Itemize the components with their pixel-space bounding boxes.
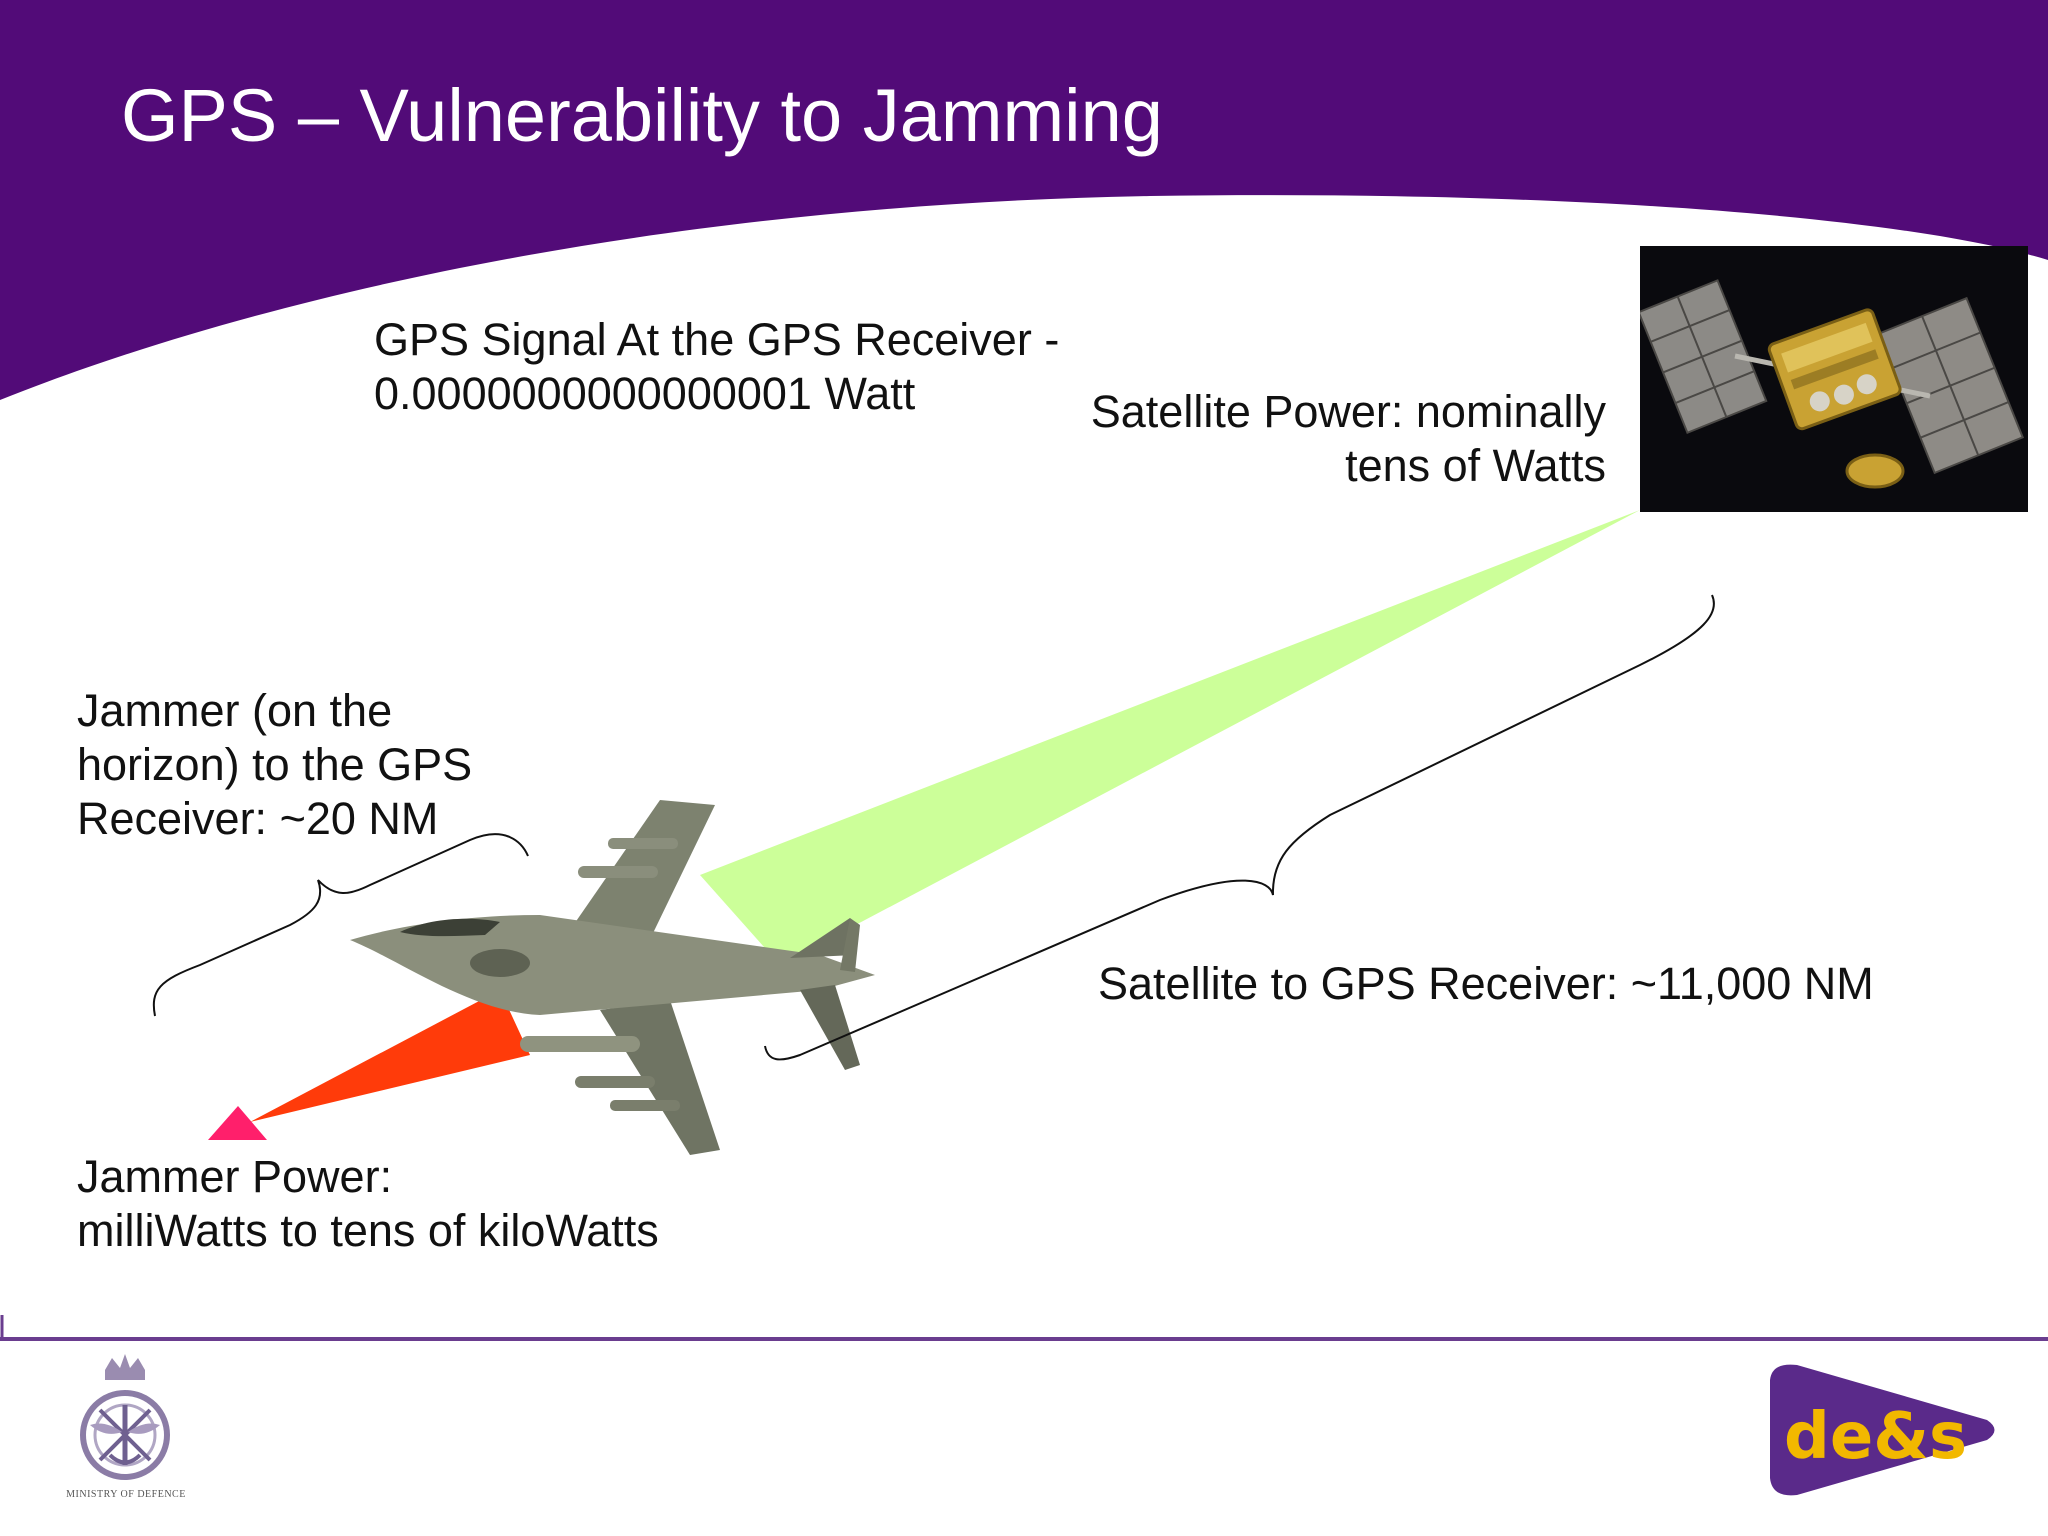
satellite-image bbox=[1640, 246, 2028, 512]
des-logo: de&s bbox=[1770, 1364, 1995, 1496]
jammer-power-label-line1: Jammer Power: bbox=[77, 1151, 393, 1202]
jammer-distance-label: Jammer (on the horizon) to the GPS Recei… bbox=[77, 684, 472, 846]
satellite-power-label: Satellite Power: nominally tens of Watts bbox=[1091, 385, 1606, 493]
jammer-power-label: Jammer Power: milliWatts to tens of kilo… bbox=[77, 1150, 659, 1258]
jammer-power-label-line2: milliWatts to tens of kiloWatts bbox=[77, 1205, 659, 1256]
gps-signal-label-line2: 0.0000000000000001 Watt bbox=[374, 368, 916, 419]
jammer-distance-label-line1: Jammer (on the bbox=[77, 685, 393, 736]
satellite-distance-label: Satellite to GPS Receiver: ~11,000 NM bbox=[1098, 958, 1874, 1009]
harrier-jet-image bbox=[350, 800, 875, 1155]
footer-rule bbox=[0, 1337, 2048, 1341]
satellite-power-label-line1: Satellite Power: nominally bbox=[1090, 386, 1606, 437]
mod-caption: MINISTRY OF DEFENCE bbox=[66, 1489, 186, 1500]
gps-signal-label-line1: GPS Signal At the GPS Receiver - bbox=[374, 314, 1060, 365]
mod-crest-icon bbox=[80, 1354, 170, 1480]
jammer-distance-brace bbox=[152, 833, 529, 1017]
slide-title: GPS – Vulnerability to Jamming bbox=[121, 74, 1163, 157]
jammer-distance-label-line3: Receiver: ~20 NM bbox=[77, 793, 439, 844]
jammer-beam bbox=[250, 990, 530, 1122]
des-logo-text: de&s bbox=[1784, 1400, 1967, 1474]
satellite-power-label-line2: tens of Watts bbox=[1345, 440, 1606, 491]
satellite-beam bbox=[700, 510, 1640, 965]
jammer-distance-label-line2: horizon) to the GPS bbox=[77, 739, 473, 790]
satellite-distance-brace bbox=[764, 594, 1715, 1061]
gps-signal-label: GPS Signal At the GPS Receiver - 0.00000… bbox=[374, 313, 1059, 421]
header-band bbox=[0, 0, 2048, 400]
jammer-marker-icon bbox=[208, 1106, 267, 1140]
